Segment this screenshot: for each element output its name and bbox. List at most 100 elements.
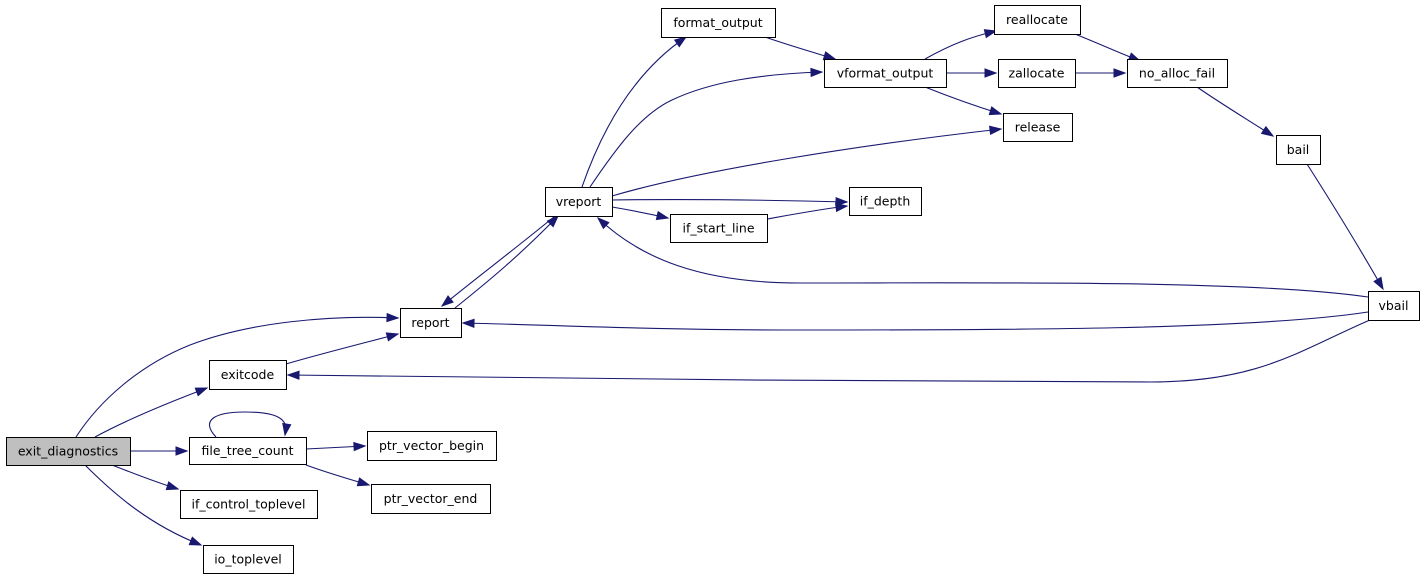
- arrowhead-vreport-to-format_output: [673, 36, 688, 48]
- arrowhead-format_output-to-vformat_output: [822, 51, 837, 61]
- node-label: exitcode: [221, 367, 275, 382]
- edge-no_alloc_fail-to-bail: [1196, 86, 1274, 137]
- node-if-start-line[interactable]: if_start_line: [670, 214, 768, 243]
- edge-report-to-vreport: [454, 215, 559, 309]
- node-label: ptr_vector_end: [384, 491, 478, 506]
- edge-exitcode-to-report: [285, 333, 399, 365]
- arrowhead-vformat_output-to-release: [988, 106, 1003, 116]
- node-if-control-toplevel[interactable]: if_control_toplevel: [180, 490, 318, 519]
- node-label: vformat_output: [837, 66, 934, 81]
- node-box: [994, 5, 1081, 35]
- node-box: [661, 8, 776, 38]
- node-if-depth[interactable]: if_depth: [849, 187, 922, 216]
- arrowhead-vformat_output-to-reallocate: [983, 29, 998, 39]
- arrowhead-vbail-to-exitcode: [286, 370, 300, 380]
- node-box: [209, 360, 287, 390]
- node-label: if_control_toplevel: [192, 497, 306, 512]
- node-box: [189, 437, 307, 465]
- edge-vformat_output-to-release: [924, 86, 1002, 115]
- node-label: exit_diagnostics: [18, 444, 118, 459]
- node-box: [1003, 113, 1073, 142]
- node-file-tree-count[interactable]: file_tree_count: [189, 437, 307, 465]
- node-label: format_output: [673, 15, 762, 30]
- edge-if_start_line-to-if_depth: [766, 205, 848, 220]
- node-vbail[interactable]: vbail: [1368, 291, 1420, 321]
- node-report[interactable]: report: [400, 308, 462, 338]
- arrowhead-bail-to-vbail: [1373, 276, 1384, 291]
- node-box: [670, 214, 768, 243]
- node-ptr-vector-begin[interactable]: ptr_vector_begin: [367, 431, 497, 461]
- node-box: [545, 187, 613, 217]
- node-box: [998, 59, 1076, 88]
- node-exitcode[interactable]: exitcode: [209, 360, 287, 390]
- arrowhead-zallocate-to-no_alloc_fail: [1113, 68, 1127, 78]
- node-reallocate[interactable]: reallocate: [994, 5, 1081, 35]
- node-label: file_tree_count: [202, 443, 294, 458]
- edge-vbail-to-vreport: [597, 217, 1369, 298]
- node-label: no_alloc_fail: [1139, 66, 1215, 81]
- node-bail[interactable]: bail: [1276, 135, 1321, 165]
- edge-exit_diagnostics-to-io_toplevel: [84, 464, 202, 546]
- edge-vbail-to-exitcode: [287, 319, 1371, 383]
- arrowhead-vbail-to-report: [461, 318, 475, 328]
- node-box: [371, 484, 491, 514]
- node-no-alloc-fail[interactable]: no_alloc_fail: [1127, 59, 1228, 88]
- node-label: if_depth: [860, 194, 911, 209]
- node-box: [6, 437, 131, 466]
- node-label: release: [1015, 120, 1061, 135]
- edge-file_tree_count-to-file_tree_count: [209, 411, 287, 438]
- graph-edges: [75, 29, 1384, 546]
- node-format-output[interactable]: format_output: [661, 8, 776, 38]
- edge-vreport-to-if_depth: [611, 199, 848, 203]
- node-box: [824, 59, 947, 88]
- node-box: [203, 545, 294, 574]
- node-box: [849, 187, 922, 216]
- arrowhead-file_tree_count-to-file_tree_count: [282, 422, 292, 437]
- arrowhead-no_alloc_fail-to-bail: [1260, 125, 1275, 137]
- node-label: io_toplevel: [214, 552, 282, 567]
- arrowhead-vformat_output-to-zallocate: [984, 68, 998, 78]
- edge-exit_diagnostics-to-exitcode: [94, 387, 208, 438]
- node-ptr-vector-end[interactable]: ptr_vector_end: [371, 484, 491, 514]
- arrowhead-if_start_line-to-if_depth: [835, 202, 849, 213]
- edge-exit_diagnostics-to-report: [75, 316, 399, 438]
- node-vreport[interactable]: vreport: [545, 187, 613, 217]
- node-label: vreport: [556, 194, 602, 209]
- arrowhead-exit_diagnostics-to-if_control_toplevel: [165, 481, 180, 491]
- node-release[interactable]: release: [1003, 113, 1073, 142]
- node-exit-diagnostics[interactable]: exit_diagnostics: [6, 437, 131, 466]
- node-label: report: [411, 315, 449, 330]
- node-zallocate[interactable]: zallocate: [998, 59, 1076, 88]
- node-label: ptr_vector_begin: [379, 438, 484, 453]
- arrowhead-exit_diagnostics-to-file_tree_count: [175, 446, 189, 456]
- node-box: [1127, 59, 1228, 88]
- node-box: [1276, 135, 1321, 165]
- arrowhead-vreport-to-vformat_output: [810, 67, 824, 78]
- arrowhead-vreport-to-report: [440, 295, 454, 307]
- edge-vreport-to-format_output: [581, 36, 687, 188]
- node-box: [1368, 291, 1420, 321]
- node-label: reallocate: [1006, 12, 1068, 27]
- node-label: vbail: [1379, 298, 1409, 313]
- arrowhead-exit_diagnostics-to-exitcode: [194, 387, 209, 397]
- arrowhead-file_tree_count-to-ptr_vector_begin: [353, 441, 367, 452]
- node-box: [180, 490, 318, 519]
- edge-vreport-to-release: [611, 128, 1002, 197]
- edge-vreport-to-report: [441, 215, 556, 307]
- node-box: [367, 431, 497, 461]
- graph-nodes: exit_diagnostics report exitcode file_tree_…: [6, 5, 1420, 574]
- node-box: [400, 308, 462, 338]
- arrowhead-exit_diagnostics-to-io_toplevel: [188, 536, 203, 546]
- arrowhead-vreport-to-if_start_line: [655, 210, 670, 221]
- arrowhead-vbail-to-vreport: [596, 217, 610, 230]
- edge-bail-to-vbail: [1306, 163, 1384, 290]
- arrowhead-file_tree_count-to-ptr_vector_end: [356, 477, 371, 487]
- edge-vreport-to-vformat_output: [589, 71, 823, 188]
- node-io-toplevel[interactable]: io_toplevel: [203, 545, 294, 574]
- node-vformat-output[interactable]: vformat_output: [824, 59, 947, 88]
- node-label: zallocate: [1009, 66, 1065, 81]
- arrowhead-exitcode-to-report: [385, 332, 400, 342]
- node-label: bail: [1287, 142, 1310, 157]
- arrowhead-exit_diagnostics-to-report: [386, 312, 400, 323]
